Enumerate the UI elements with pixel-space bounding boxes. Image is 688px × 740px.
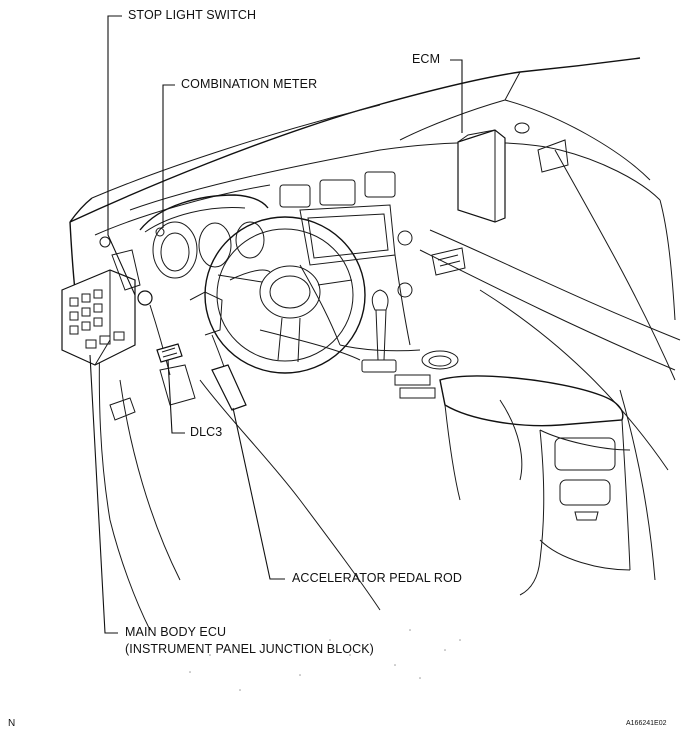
dlc3-label: DLC3 <box>190 425 223 439</box>
main-body-ecu-label: MAIN BODY ECU <box>125 625 227 639</box>
dashboard-outline <box>69 57 681 631</box>
junction-block-label: (INSTRUMENT PANEL JUNCTION BLOCK) <box>125 642 374 656</box>
combination-meter-hood <box>139 194 269 279</box>
right-dash-details <box>431 122 569 276</box>
junction-block <box>61 236 141 366</box>
dlc3-connector <box>156 343 183 363</box>
corner-marker: N <box>8 718 16 729</box>
center-stack <box>279 171 459 399</box>
steering-wheel <box>204 216 366 374</box>
stop-light-switch-label: STOP LIGHT SWITCH <box>128 8 257 22</box>
accelerator-pedal-rod-label: ACCELERATOR PEDAL ROD <box>292 571 462 585</box>
figure-code: A166241E02 <box>626 720 667 727</box>
background-speckles <box>189 629 461 691</box>
brake-pedal <box>109 290 196 421</box>
center-console <box>439 375 631 596</box>
ecm-box <box>457 129 506 223</box>
accelerator-pedal <box>189 291 247 411</box>
combination-meter-label: COMBINATION METER <box>181 77 318 91</box>
leader-lines <box>89 15 463 634</box>
ecm-label: ECM <box>412 52 441 66</box>
